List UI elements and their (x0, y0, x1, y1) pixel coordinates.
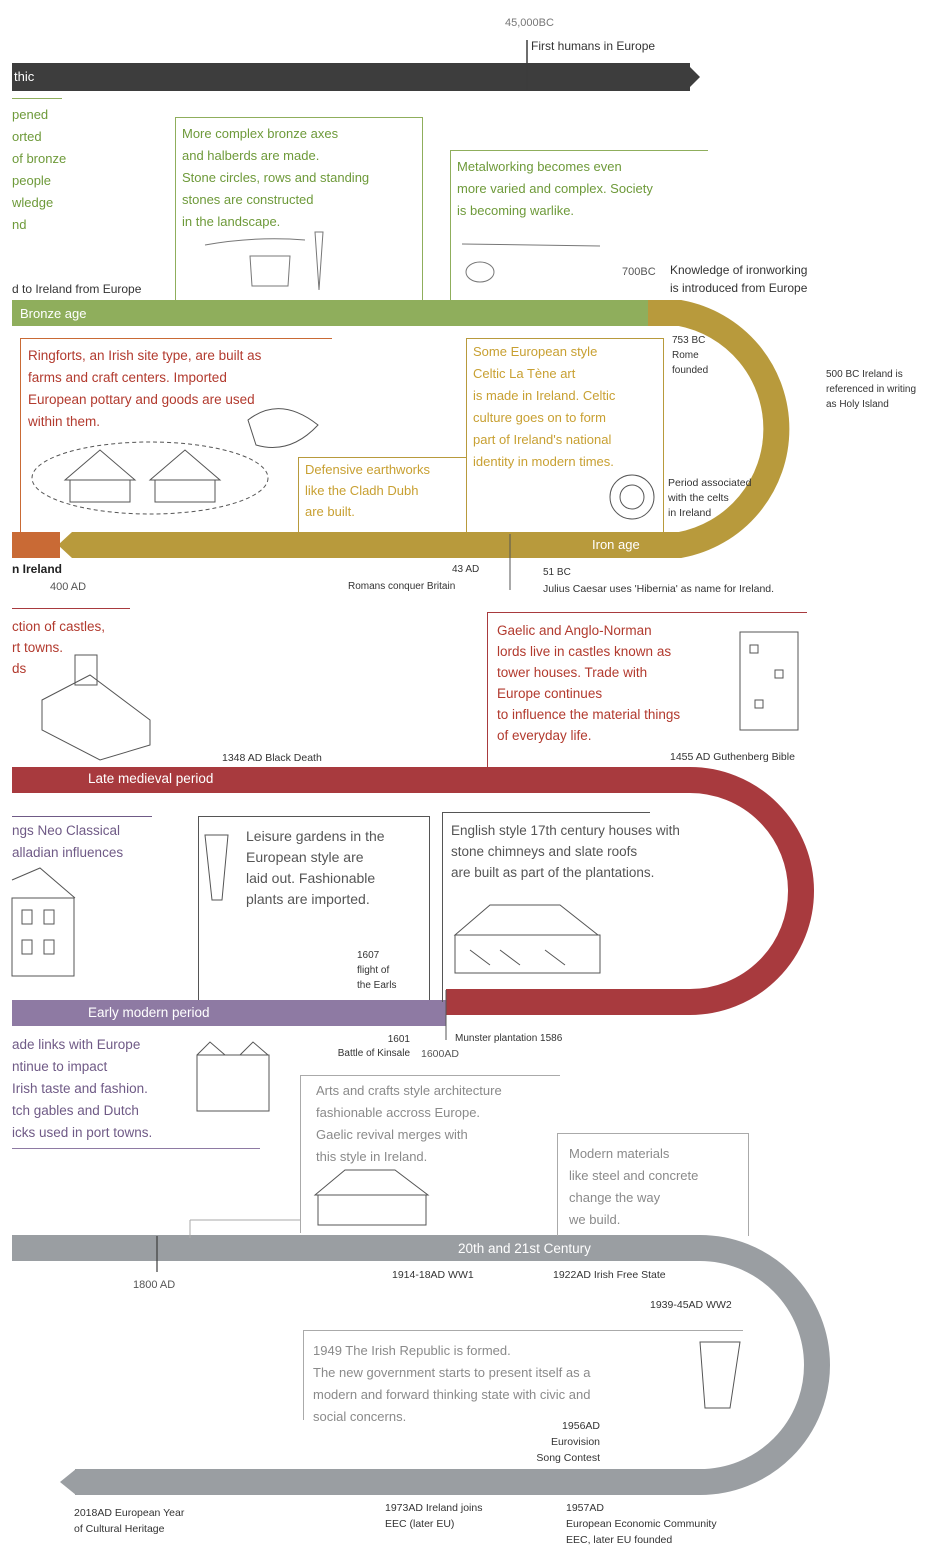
holy-island-label: 500 BC Ireland is referenced in writing … (826, 369, 917, 410)
bronze-tools-drawing (204, 231, 324, 291)
materials-frame (557, 1133, 749, 1236)
early-medieval-band (12, 532, 60, 558)
english-style-text: English style 17th century houses with s… (451, 823, 680, 880)
bronze-age-band-label: Bronze age (20, 306, 87, 321)
gutenberg-label: 1455 AD Guthenberg Bible (670, 751, 795, 763)
ringfort-drawing (31, 441, 269, 515)
free-state-label: 1922AD Irish Free State (553, 1269, 666, 1281)
pottery-drawing (247, 408, 319, 448)
ww2-label: 1939-45AD WW2 (650, 1299, 732, 1311)
castles-fragment: ction of castles, rt towns. ds (12, 619, 106, 676)
ireland-fragment: n Ireland (12, 562, 63, 576)
iron-age-band-label: Iron age (592, 537, 640, 552)
monument-drawing (699, 1341, 741, 1409)
metalwork-drawing (461, 243, 601, 283)
bronze-box2-frame (450, 150, 708, 300)
date-45000bc: 45,000BC (505, 17, 554, 29)
trade-links-text: ade links with Europe ntinue to impact I… (12, 1037, 153, 1140)
gaelic-lords-text: Gaelic and Anglo-Norman lords live in ca… (497, 623, 681, 743)
brought-to-ireland: d to Ireland from Europe (12, 282, 142, 296)
black-death-label: 1348 AD Black Death (222, 752, 322, 764)
bronze-box1-frame (175, 117, 423, 302)
earthworks-frame (298, 457, 466, 534)
bronze-box2-text: Metalworking becomes even more varied an… (457, 159, 653, 218)
early-modern-band (12, 1000, 446, 1026)
leisure-frame (198, 816, 430, 1000)
plantation-house-drawing (453, 904, 601, 974)
tower-house-drawing (739, 631, 799, 731)
late-medieval-band (12, 767, 814, 1015)
bronze-left-frame (12, 98, 62, 298)
ringfort-frame (20, 338, 332, 534)
earthworks-text: Defensive earthworks like the Cladh Dubh… (305, 462, 430, 519)
ww1-label: 1914-18AD WW1 (392, 1269, 474, 1281)
plant-drawing (204, 834, 229, 901)
cottage-drawing (313, 1169, 430, 1226)
date-51bc: 51 BC (543, 567, 571, 578)
late-medieval-band-label: Late medieval period (88, 771, 214, 786)
castles-frame (12, 608, 130, 610)
english-style-frame (442, 812, 650, 1002)
early-modern-band-label: Early modern period (88, 1005, 210, 1020)
irish-republic-text: 1949 The Irish Republic is formed. The n… (313, 1343, 591, 1424)
cultural-heritage-label: 2018AD European Year of Cultural Heritag… (74, 1507, 185, 1535)
republic-frame (303, 1330, 743, 1420)
georgian-house-drawing (11, 867, 76, 977)
kinsale-label: 1601 Battle of Kinsale (337, 1034, 410, 1059)
neo-classical-frame (12, 816, 152, 818)
date-753bc: 753 BC Rome founded (672, 335, 709, 376)
modern-arrow (60, 1469, 76, 1495)
date-700bc: 700BC (622, 266, 656, 278)
arts-crafts-text: Arts and crafts style architecture fashi… (316, 1083, 502, 1164)
iron-knowledge-label: Knowledge of ironworking is introduced f… (670, 263, 808, 295)
eurovision-label: 1956AD Eurovision Song Contest (536, 1420, 600, 1464)
stone-age-band-label: thic (14, 69, 35, 84)
eec-join-label: 1973AD Ireland joins EEC (later EU) (385, 1502, 483, 1530)
castle-drawing (41, 654, 151, 761)
date-43ad: 43 AD (452, 564, 480, 575)
bronze-age-band (12, 300, 648, 326)
dutch-gables-drawing (196, 1041, 270, 1112)
flight-earls-label: 1607 flight of the Earls (357, 950, 397, 991)
date-400ad: 400 AD (50, 581, 87, 593)
first-humans-label: First humans in Europe (531, 39, 656, 53)
bronze-left-fragment: pened orted of bronze people wledge nd (12, 107, 67, 232)
eec-found-label: 1957AD European Economic Community EEC, … (566, 1502, 717, 1546)
caesar-label: Julius Caesar uses 'Hibernia' as name fo… (543, 583, 775, 595)
latene-text: Some European style Celtic La Tène art i… (473, 344, 616, 469)
gaelic-frame (487, 612, 807, 767)
modern-materials-text: Modern materials like steel and concrete… (569, 1146, 699, 1227)
munster-label: Munster plantation 1586 (455, 1033, 563, 1044)
celtic-knot-drawing (609, 474, 655, 520)
celts-period-label: Period associated with the celts in Irel… (668, 477, 752, 519)
date-1600ad: 1600AD (421, 1048, 459, 1060)
bronze-box1-text: More complex bronze axes and halberds ar… (182, 126, 370, 229)
modern-band-label: 20th and 21st Century (458, 1241, 591, 1256)
date-1800ad: 1800 AD (133, 1279, 176, 1291)
leisure-gardens-text: Leisure gardens in the European style ar… (246, 828, 385, 907)
neo-classical-text: ngs Neo Classical alladian influences (12, 823, 124, 860)
arts-crafts-frame (300, 1075, 560, 1233)
romans-conquer-label: Romans conquer Britain (348, 581, 456, 592)
trade-links-frame (12, 1148, 260, 1150)
stone-age-band (12, 40, 700, 91)
latene-frame (466, 338, 664, 534)
modern-band (12, 1235, 830, 1495)
iron-age-arrow (58, 532, 72, 558)
ringfort-text: Ringforts, an Irish site type, are built… (28, 348, 262, 429)
iron-age-band (72, 300, 790, 558)
